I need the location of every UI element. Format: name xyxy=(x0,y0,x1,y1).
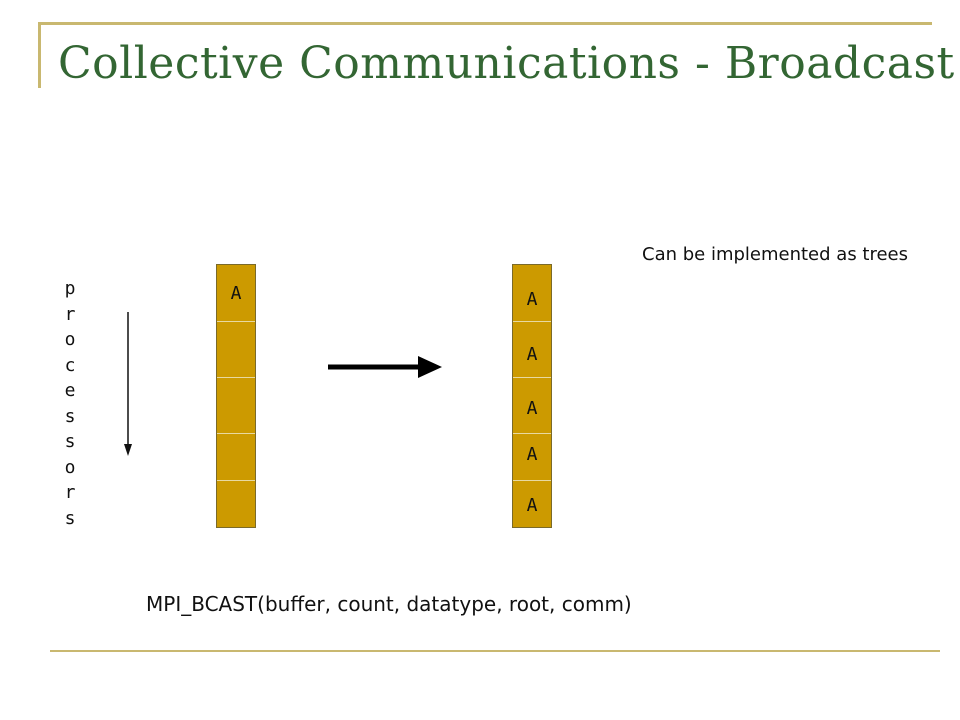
axis-letter: e xyxy=(64,380,76,401)
buffer-cell: A xyxy=(217,265,255,322)
root-buffer-column: A xyxy=(216,264,256,528)
buffer-cell xyxy=(217,322,255,378)
axis-letter: s xyxy=(64,431,76,452)
buffer-cell: A xyxy=(513,378,551,434)
axis-letter: r xyxy=(64,482,76,503)
buffer-cell xyxy=(217,481,255,527)
slide-title: Collective Communications - Broadcast xyxy=(58,38,955,89)
axis-letter: s xyxy=(64,507,76,529)
frame-left-rule xyxy=(38,22,41,88)
buffer-cell: A xyxy=(513,322,551,378)
broadcast-arrow xyxy=(328,356,442,378)
buffer-cell xyxy=(217,378,255,434)
axis-letter: o xyxy=(64,329,76,350)
processors-down-arrow xyxy=(124,312,132,456)
buffer-cell xyxy=(217,434,255,481)
buffer-cell: A xyxy=(513,434,551,481)
frame-bottom-rule xyxy=(50,650,940,652)
axis-letter: p xyxy=(64,278,76,299)
axis-letter: s xyxy=(64,405,76,427)
frame-top-rule xyxy=(38,22,932,25)
function-signature: MPI_BCAST(buffer, count, datatype, root,… xyxy=(146,592,632,616)
axis-letter: c xyxy=(64,354,76,376)
implementation-note: Can be implemented as trees xyxy=(642,244,909,265)
buffer-cell: A xyxy=(513,265,551,322)
axis-letter: o xyxy=(64,456,76,478)
buffer-cell: A xyxy=(526,495,538,516)
axis-letter: r xyxy=(64,303,76,325)
